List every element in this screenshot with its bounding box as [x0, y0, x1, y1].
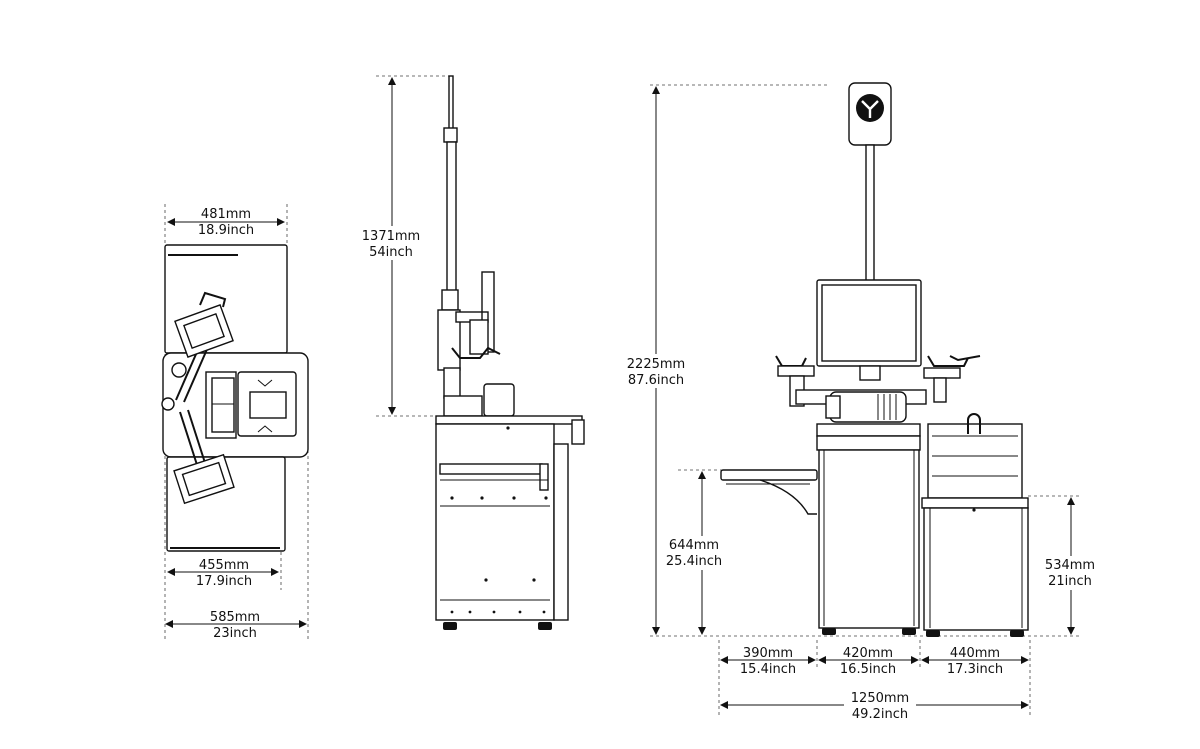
top-width-total-inch: 23inch: [213, 626, 257, 641]
top-width-total-mm: 585mm: [210, 610, 260, 625]
front-cabinet-height-inch: 21inch: [1048, 574, 1092, 589]
side-view: 1371mm 54inch: [360, 75, 585, 630]
top-width-inner-inch: 17.9inch: [196, 574, 252, 589]
front-shelf-height-mm: 644mm: [669, 538, 719, 553]
front-width-total-inch: 49.2inch: [852, 707, 908, 722]
top-width-top-inch: 18.9inch: [198, 223, 254, 238]
scanner-fins: [877, 394, 897, 420]
top-width-top-mm: 481mm: [201, 207, 251, 222]
front-view: 2225mm 87.6inch 644mm 25.4inch 534mm 21i…: [620, 82, 1102, 722]
front-total-height-inch: 87.6inch: [628, 373, 684, 388]
side-pole-height-mm: 1371mm: [362, 229, 420, 244]
front-cabinet-height-mm: 534mm: [1045, 558, 1095, 573]
side-pole-height-inch: 54inch: [369, 245, 413, 260]
front-total-height-mm: 2225mm: [627, 357, 685, 372]
front-width-right-inch: 17.3inch: [947, 662, 1003, 677]
front-width-right-mm: 440mm: [950, 646, 1000, 661]
front-shelf-height-inch: 25.4inch: [666, 554, 722, 569]
top-view-arm-lower: [173, 409, 235, 505]
top-view-arm-upper: [174, 291, 234, 403]
front-width-middle-mm: 420mm: [843, 646, 893, 661]
top-view: 481mm 18.9inch 455mm 17.9inch 585mm 23in…: [161, 204, 309, 641]
monitor: [816, 279, 922, 367]
bag-rack: [927, 413, 1023, 499]
front-width-middle-inch: 16.5inch: [840, 662, 896, 677]
front-width-total-mm: 1250mm: [851, 691, 909, 706]
top-width-inner-mm: 455mm: [199, 558, 249, 573]
front-width-left-mm: 390mm: [743, 646, 793, 661]
front-width-left-inch: 15.4inch: [740, 662, 796, 677]
